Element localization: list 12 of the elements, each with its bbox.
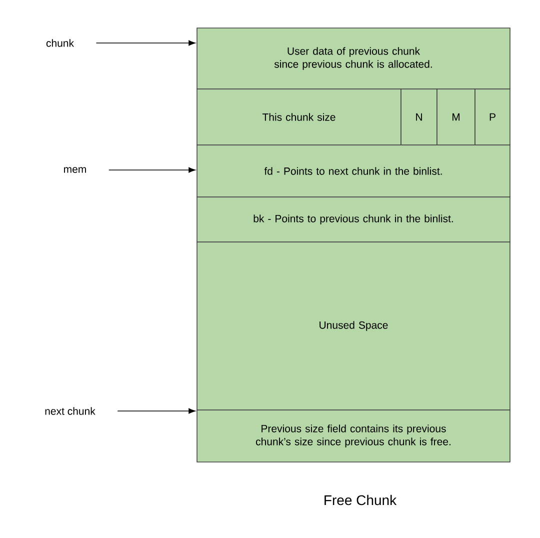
diagram-title: Free Chunk [324,494,397,506]
pointer-label: mem [64,167,86,173]
arrow [117,408,196,414]
memory-cell: Previous size field contains its previous chunk’s size since previous chunk is free. [196,410,510,462]
memory-cell: bk - Points to previous chunk in the binlist. [196,196,510,242]
arrow [108,167,196,173]
memory-cell: P [474,88,510,146]
pointer-label: chunk [46,39,74,47]
memory-cell: N [400,88,438,146]
memory-cell: M [436,88,476,146]
arrow [96,40,196,46]
pointer-label: next chunk [45,407,96,415]
